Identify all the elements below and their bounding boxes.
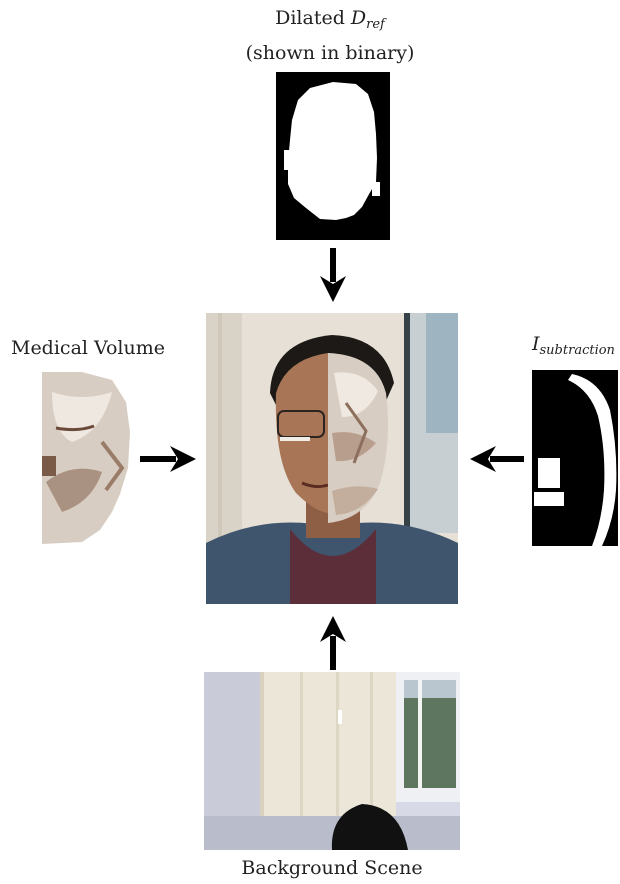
arrow-right-icon (140, 444, 198, 474)
augmented-composite-image (206, 313, 458, 604)
dilated-dref-label: Dilated Dref (shown in binary) (220, 6, 440, 65)
dilated-dref-title: Dilated Dref (220, 6, 440, 37)
dref-variable: D (351, 7, 366, 29)
medical-volume-label: Medical Volume (6, 336, 170, 360)
i-subtraction-label: Isubtraction (532, 332, 620, 363)
background-scene-label: Background Scene (204, 856, 460, 880)
arrow-down-icon (318, 248, 348, 304)
dilated-mask-image (276, 72, 390, 240)
medical-volume-image (42, 372, 132, 546)
i-variable: I (532, 333, 540, 355)
subtraction-mask-image (532, 370, 618, 546)
arrow-left-icon (468, 444, 524, 474)
dref-subscript: ref (366, 17, 385, 32)
dilated-prefix: Dilated (275, 7, 351, 29)
i-subscript: subtraction (540, 343, 615, 358)
background-scene-image (204, 672, 460, 850)
binary-note: (shown in binary) (220, 41, 440, 65)
arrow-up-icon (318, 614, 348, 670)
